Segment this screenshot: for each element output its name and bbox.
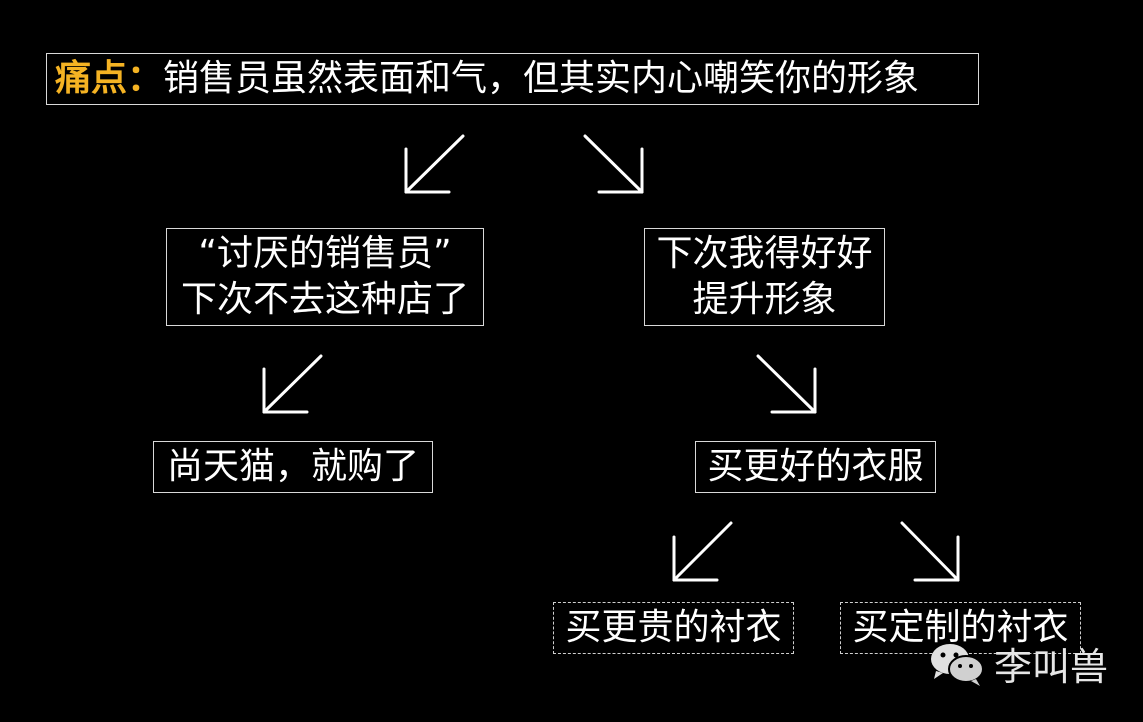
node-buy-better-clothes: 买更好的衣服 (695, 441, 936, 493)
node-text: 尚天猫，就购了 (166, 446, 419, 487)
node-line: 下次不去这种店了 (180, 279, 469, 320)
wechat-icon (931, 643, 984, 686)
pain-point-text: 销售员虽然表面和气，但其实内心嘲笑你的形象 (163, 58, 920, 99)
node-hate-salesperson: “讨厌的销售员” 下次不去这种店了 (166, 228, 484, 326)
node-buy-custom-shirt: 买定制的衬衣 (840, 602, 1081, 654)
node-line: “讨厌的销售员” (198, 233, 452, 274)
watermark: 李叫兽 (928, 636, 1108, 691)
arrow-down-right (583, 134, 644, 194)
node-improve-image: 下次我得好好 提升形象 (644, 228, 885, 326)
arrow-down-right (900, 521, 960, 582)
node-line: 下次我得好好 (656, 233, 873, 274)
node-text: 买定制的衬衣 (852, 607, 1069, 648)
arrow-down-right (756, 354, 817, 414)
arrow-down-left (672, 521, 733, 582)
pain-point-title: 痛点： 销售员虽然表面和气，但其实内心嘲笑你的形象 (46, 53, 979, 105)
pain-point-label: 痛点： (55, 58, 164, 99)
node-text: 买更贵的衬衣 (565, 607, 782, 648)
arrow-down-left (262, 354, 323, 414)
watermark-text: 李叫兽 (994, 645, 1109, 689)
node-text: 买更好的衣服 (707, 446, 924, 487)
node-buy-expensive-shirt: 买更贵的衬衣 (553, 602, 794, 654)
node-line: 提升形象 (692, 279, 837, 320)
node-shop-tmall: 尚天猫，就购了 (153, 441, 433, 493)
arrow-down-left (404, 134, 465, 194)
